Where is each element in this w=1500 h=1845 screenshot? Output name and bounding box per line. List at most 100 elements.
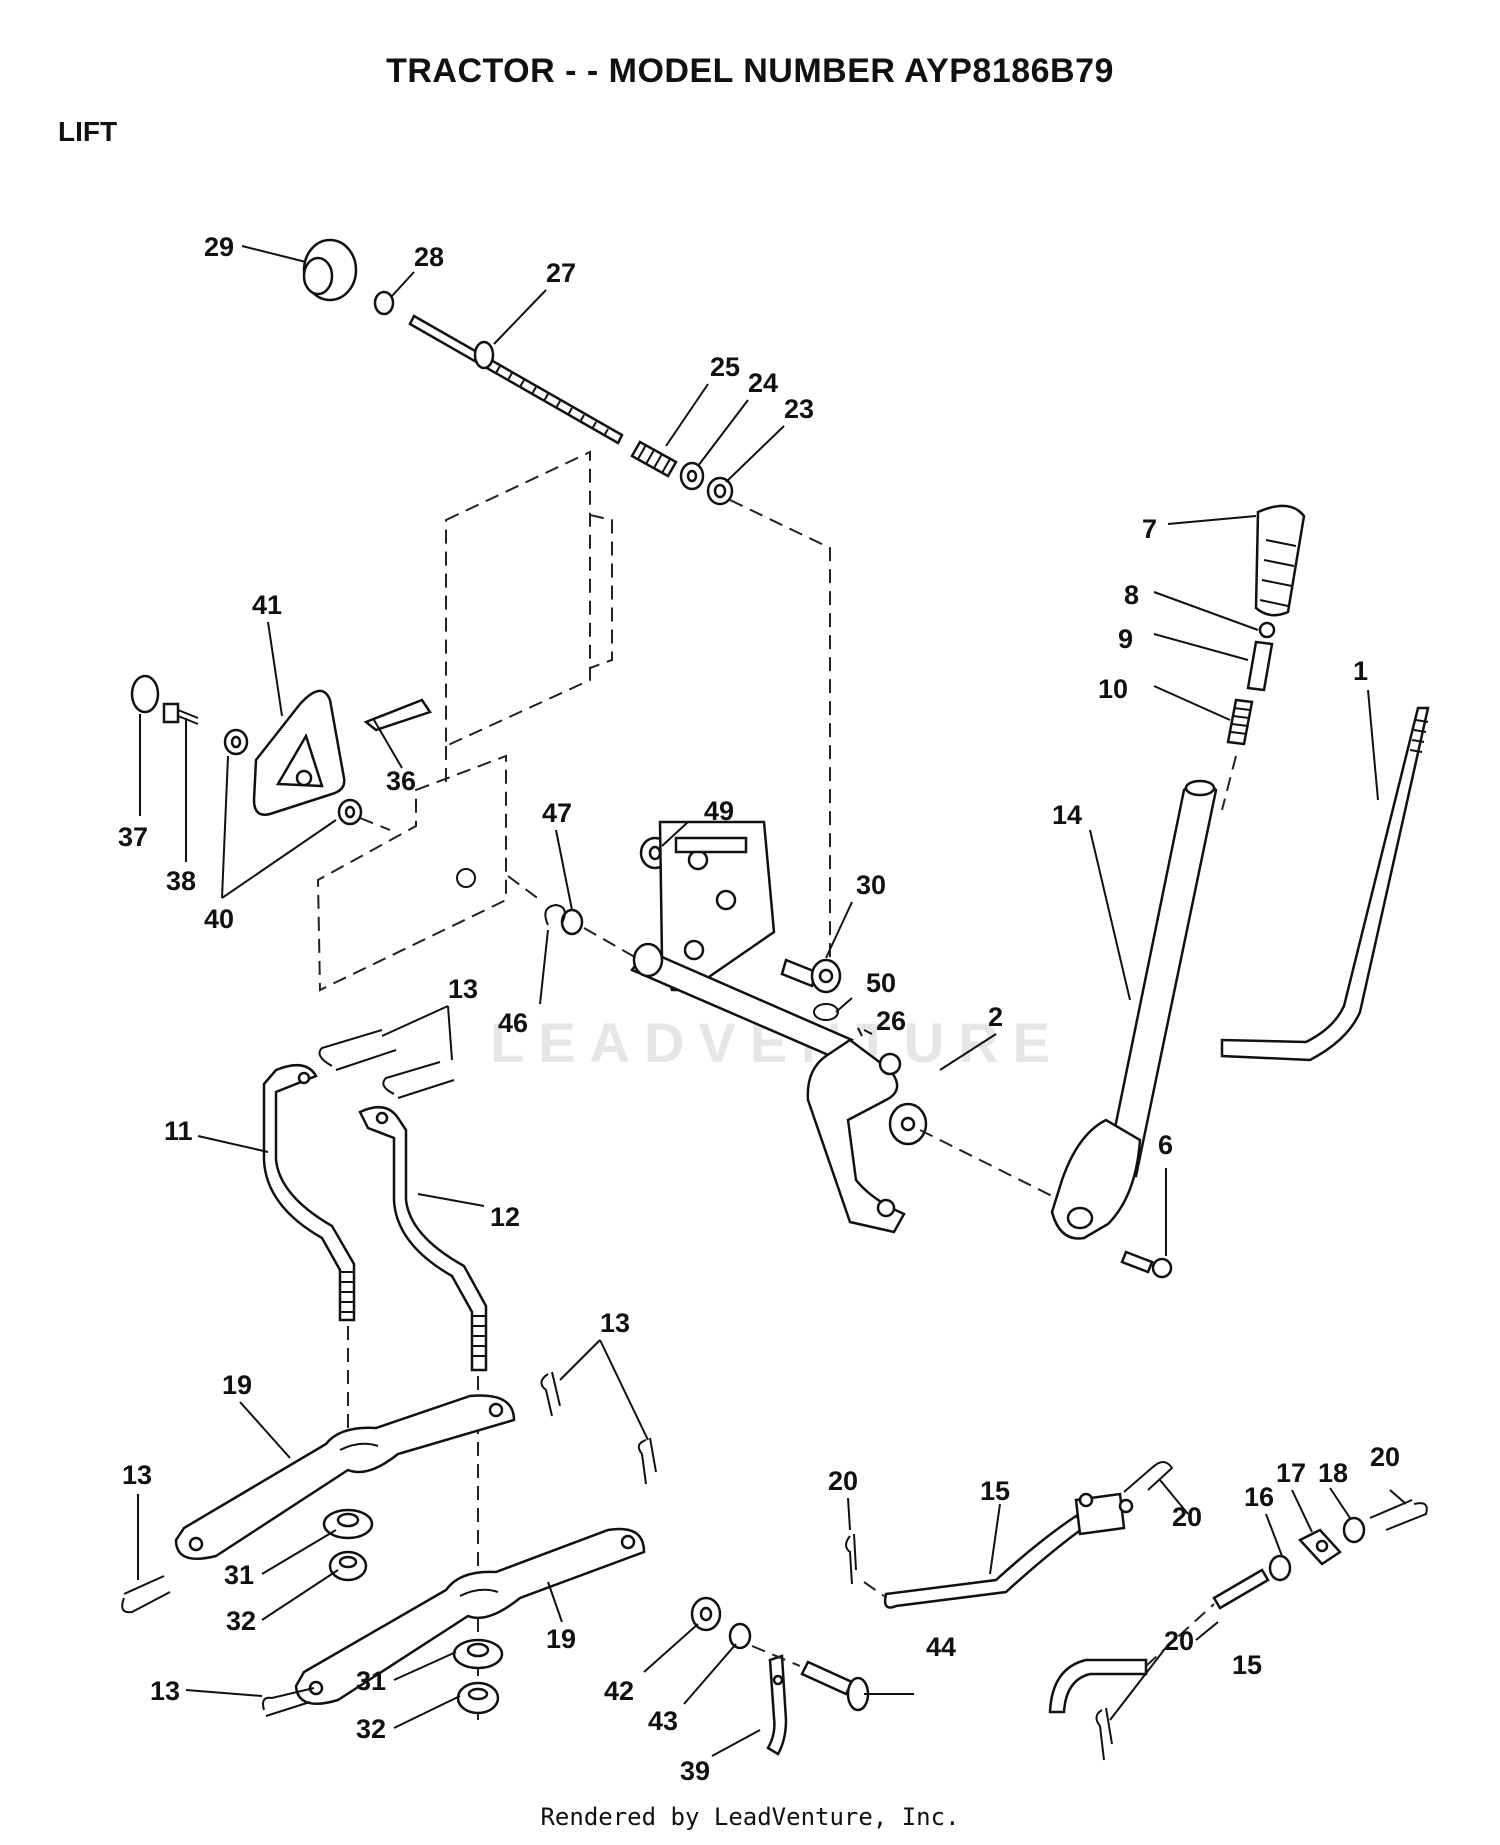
callout-8[interactable]: 8	[1124, 580, 1139, 610]
threaded-rod-27[interactable]	[408, 314, 624, 445]
callout-26[interactable]: 26	[876, 1006, 906, 1036]
callout-32-b[interactable]: 32	[356, 1714, 386, 1744]
hairpin-13-e[interactable]	[121, 1575, 171, 1614]
callout-20-c[interactable]: 20	[1370, 1442, 1400, 1472]
hairpin-13-f[interactable]	[262, 1687, 315, 1717]
callout-46[interactable]: 46	[498, 1008, 528, 1038]
callout-13-b[interactable]: 13	[600, 1308, 630, 1338]
callout-20-b[interactable]: 20	[1172, 1502, 1202, 1532]
bolt-44[interactable]	[800, 1660, 870, 1712]
pin-9[interactable]	[1246, 640, 1274, 692]
knob-29[interactable]	[302, 238, 358, 302]
callout-7[interactable]: 7	[1142, 514, 1157, 544]
callout-6[interactable]: 6	[1158, 1130, 1173, 1160]
callout-10[interactable]: 10	[1098, 674, 1128, 704]
hairpin-20-a[interactable]	[845, 1533, 857, 1585]
hairpin-20-b[interactable]	[1123, 1461, 1174, 1493]
callout-12[interactable]: 12	[490, 1202, 520, 1232]
callout-47[interactable]: 47	[542, 798, 572, 828]
callout-32-a[interactable]: 32	[226, 1606, 256, 1636]
washer-40a[interactable]	[223, 728, 249, 756]
washer-16[interactable]	[1268, 1554, 1292, 1582]
nut-42[interactable]	[690, 1596, 722, 1632]
bolt-6[interactable]	[1120, 1250, 1173, 1279]
callout-43[interactable]: 43	[648, 1706, 678, 1736]
link-rod-15b[interactable]	[1048, 1568, 1270, 1714]
callout-2[interactable]: 2	[988, 1002, 1003, 1032]
bolt-38[interactable]	[162, 702, 199, 725]
lift-link-11[interactable]	[262, 1063, 356, 1322]
callout-36[interactable]: 36	[386, 766, 416, 796]
callout-24[interactable]: 24	[748, 368, 778, 398]
handle-14[interactable]	[1050, 779, 1218, 1240]
callout-42[interactable]: 42	[604, 1676, 634, 1706]
hairpin-13-d[interactable]	[637, 1437, 657, 1485]
callout-49[interactable]: 49	[704, 796, 734, 826]
spring-10[interactable]	[1226, 698, 1254, 746]
lift-arm-19a[interactable]	[174, 1394, 516, 1560]
callout-28[interactable]: 28	[414, 242, 444, 272]
hairpin-13-a[interactable]	[318, 1029, 397, 1071]
callout-20-a[interactable]: 20	[828, 1466, 858, 1496]
rod-1[interactable]	[1220, 706, 1430, 1062]
callout-23[interactable]: 23	[784, 394, 814, 424]
hairpin-13-c[interactable]	[540, 1371, 561, 1417]
callout-19-b[interactable]: 19	[546, 1624, 576, 1654]
callout-38[interactable]: 38	[166, 866, 196, 896]
callout-31-a[interactable]: 31	[224, 1560, 254, 1590]
ring-37[interactable]	[130, 674, 160, 714]
callout-14[interactable]: 14	[1052, 800, 1082, 830]
cross-shaft-2[interactable]	[630, 820, 928, 1234]
pin-26[interactable]	[857, 1027, 863, 1037]
washer-43[interactable]	[728, 1622, 752, 1650]
hairpin-20-c[interactable]	[1369, 1499, 1428, 1531]
hairpin-20-d[interactable]	[1095, 1707, 1113, 1761]
washer-40b[interactable]	[337, 798, 363, 826]
spring-25[interactable]	[630, 440, 678, 478]
callout-17[interactable]: 17	[1276, 1458, 1306, 1488]
nut-18[interactable]	[1342, 1516, 1366, 1544]
callout-37[interactable]: 37	[118, 822, 148, 852]
callout-31-b[interactable]: 31	[356, 1666, 386, 1696]
bushing-31b[interactable]	[452, 1638, 504, 1670]
callout-9[interactable]: 9	[1118, 624, 1133, 654]
hairpin-13-b[interactable]	[382, 1061, 455, 1099]
washer-28[interactable]	[373, 290, 395, 316]
callout-39[interactable]: 39	[680, 1756, 710, 1786]
callout-13-a[interactable]: 13	[448, 974, 478, 1004]
callout-13-d[interactable]: 13	[150, 1676, 180, 1706]
nut-32b[interactable]	[456, 1681, 500, 1715]
callout-15-b[interactable]: 15	[1232, 1650, 1262, 1680]
callout-41[interactable]: 41	[252, 590, 282, 620]
callout-11[interactable]: 11	[164, 1116, 193, 1146]
washer-24[interactable]	[679, 461, 705, 491]
lift-link-12[interactable]	[358, 1105, 488, 1372]
callout-18[interactable]: 18	[1318, 1458, 1348, 1488]
bracket-41[interactable]	[252, 689, 346, 816]
washer-50[interactable]	[813, 1003, 839, 1021]
clip-46[interactable]	[544, 903, 566, 926]
callout-15-a[interactable]: 15	[980, 1476, 1010, 1506]
link-rod-15a[interactable]	[883, 1492, 1134, 1609]
callout-20-d[interactable]: 20	[1164, 1626, 1194, 1656]
bolt-30[interactable]	[780, 958, 842, 994]
nut-32a[interactable]	[328, 1550, 368, 1582]
callout-44[interactable]: 44	[926, 1632, 956, 1662]
lift-arm-19b[interactable]	[294, 1527, 646, 1705]
callout-50[interactable]: 50	[866, 968, 896, 998]
callout-29[interactable]: 29	[204, 232, 234, 262]
callout-40[interactable]: 40	[204, 904, 234, 934]
nut-23[interactable]	[706, 476, 734, 506]
handle-grip-7[interactable]	[1254, 504, 1306, 617]
callout-16[interactable]: 16	[1244, 1482, 1274, 1512]
ball-8[interactable]	[1258, 621, 1276, 639]
callout-19-a[interactable]: 19	[222, 1370, 252, 1400]
callout-1[interactable]: 1	[1353, 656, 1368, 686]
strap-39[interactable]	[766, 1654, 788, 1756]
clip-36[interactable]	[363, 698, 432, 732]
block-17[interactable]	[1297, 1528, 1342, 1566]
callout-27[interactable]: 27	[546, 258, 576, 288]
callout-13-c[interactable]: 13	[122, 1460, 152, 1490]
callout-25[interactable]: 25	[710, 352, 740, 382]
callout-30[interactable]: 30	[856, 870, 886, 900]
